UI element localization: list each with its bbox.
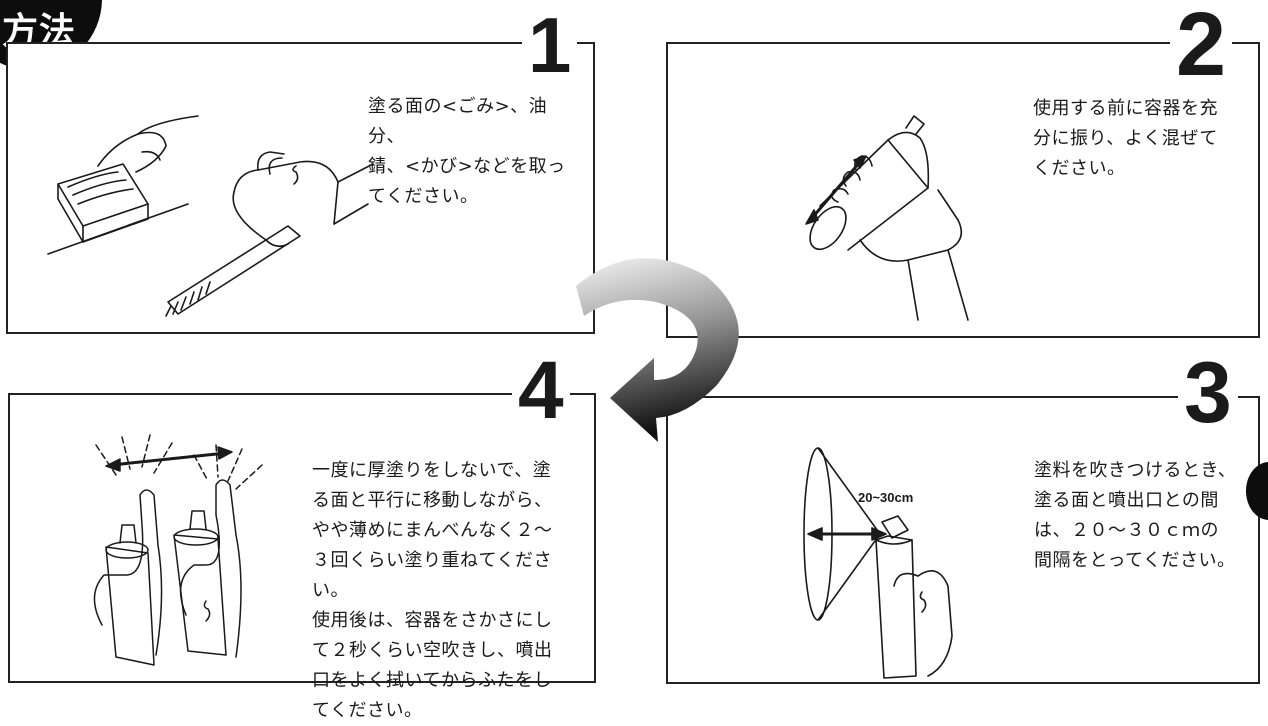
step-4-text: 一度に厚塗りをしないで、塗る面と平行に移動しながら、やや薄めにまんべんなく２～３… — [312, 460, 553, 721]
step-2-text: 使用する前に容器を充分に振り、よく混ぜてください。 — [1033, 98, 1218, 179]
step-2-number: 2 — [1170, 0, 1233, 90]
step-4-panel — [8, 393, 596, 683]
step-4-number: 4 — [512, 350, 570, 432]
step-1-panel — [6, 42, 595, 334]
spray-distance-illustration: 20~30cm — [803, 447, 953, 679]
side-dot — [1246, 462, 1268, 520]
spraying-motion-illustration — [93, 434, 263, 666]
step-1-text: 塗る面の<ごみ>、油分、錆、<かび>などを取ってください。 — [368, 96, 566, 207]
cycle-arrow-icon — [576, 258, 739, 442]
step-3-text: 塗料を吹きつけるとき、塗る面と噴出口との間は、２０～３０ｃｍの間隔をとってくださ… — [1034, 460, 1237, 571]
step-2-panel — [666, 42, 1260, 338]
shaking-can-illustration — [805, 115, 969, 321]
step-3-panel: 20~30cm — [666, 396, 1260, 684]
step-3-number: 3 — [1178, 350, 1238, 436]
step-1-number: 1 — [522, 6, 578, 84]
distance-label: 20~30cm — [858, 490, 913, 505]
cleaning-illustration — [47, 115, 374, 317]
